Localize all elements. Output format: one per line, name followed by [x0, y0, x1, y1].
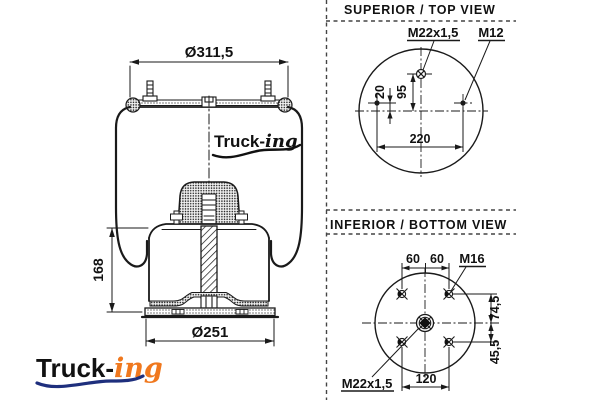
top-view-side-thread-label: M12 [478, 25, 503, 40]
dimension-220 [376, 107, 464, 152]
dimension-bottom-diameter [145, 318, 275, 347]
bottom-plate [144, 307, 276, 317]
dimension-height [106, 227, 149, 313]
top-view-hole-right [460, 100, 466, 106]
top-view-hole-left [374, 100, 380, 106]
logo-center-truck: Truck- [214, 132, 265, 151]
piston-stud-left [170, 210, 183, 225]
dim-220-label: 220 [410, 132, 431, 146]
dim-60-left-label: 60 [406, 252, 420, 266]
dimension-20 [380, 88, 396, 124]
logo-center-ing: ing [265, 131, 298, 152]
bottom-view-center-hole [415, 313, 435, 333]
piston-stud-right [235, 210, 248, 225]
dim-95-label: 95 [395, 85, 409, 99]
dim-45-5-label: 45,5 [488, 340, 502, 364]
bead-right [277, 97, 293, 113]
bead-left [125, 97, 141, 113]
leader-m12 [464, 40, 491, 101]
stud-right [260, 80, 276, 102]
bottom-view-center-thread-label: M22x1,5 [342, 376, 393, 391]
logo-center: Truck-ing [211, 131, 302, 159]
top-view-panel: SUPERIOR / TOP VIEW M22x1,5 M12 [326, 3, 516, 177]
logo-center-swoosh [211, 143, 302, 159]
dimension-74-5 [453, 293, 497, 323]
bellows-outline [114, 105, 304, 268]
top-view-center-hole [415, 68, 427, 80]
bottom-nut [200, 295, 218, 309]
top-view-centerlines [355, 47, 488, 177]
leader-m16 [450, 266, 467, 292]
dim-20-label: 20 [373, 85, 387, 99]
svg-text:Truck-ing: Truck-ing [214, 131, 298, 152]
logo-brand: Truck-ing [35, 353, 163, 389]
dim-60-right-label: 60 [430, 252, 444, 266]
dimension-45-5 [453, 323, 497, 343]
dimension-top-diameter [129, 59, 289, 98]
leader-m22-bottom [371, 327, 420, 378]
dimension-120 [401, 347, 450, 391]
dim-120-label: 120 [416, 372, 437, 386]
bottom-view-panel: INFERIOR / BOTTOM VIEW [326, 209, 516, 392]
leader-m22-top [422, 40, 435, 71]
stud-left [142, 80, 158, 102]
logo-brand-swoosh [35, 374, 145, 389]
logo-brand-truck: Truck- [36, 353, 114, 383]
bottom-view-title: INFERIOR / BOTTOM VIEW [330, 218, 507, 232]
elevation-view: Ø311,5 [35, 44, 304, 389]
top-view-title: SUPERIOR / TOP VIEW [344, 3, 496, 17]
svg-text:Truck-ing: Truck-ing [36, 353, 163, 384]
bottom-bracket [149, 292, 269, 307]
bolt-shaft [200, 225, 218, 299]
dim-74-5-label: 74,5 [488, 296, 502, 320]
dim-height-label: 168 [90, 258, 106, 282]
dim-bottom-diameter-label: Ø251 [192, 324, 229, 341]
bottom-view-stud-thread-label: M16 [459, 251, 484, 266]
piston-assembly [140, 181, 280, 319]
bottom-view-stud-holes [396, 288, 455, 348]
dim-top-diameter-label: Ø311,5 [185, 44, 233, 61]
top-view-center-thread-label: M22x1,5 [408, 25, 459, 40]
dimension-95 [407, 73, 417, 111]
dimension-60-60 [401, 263, 450, 289]
bolt-head [201, 193, 217, 227]
